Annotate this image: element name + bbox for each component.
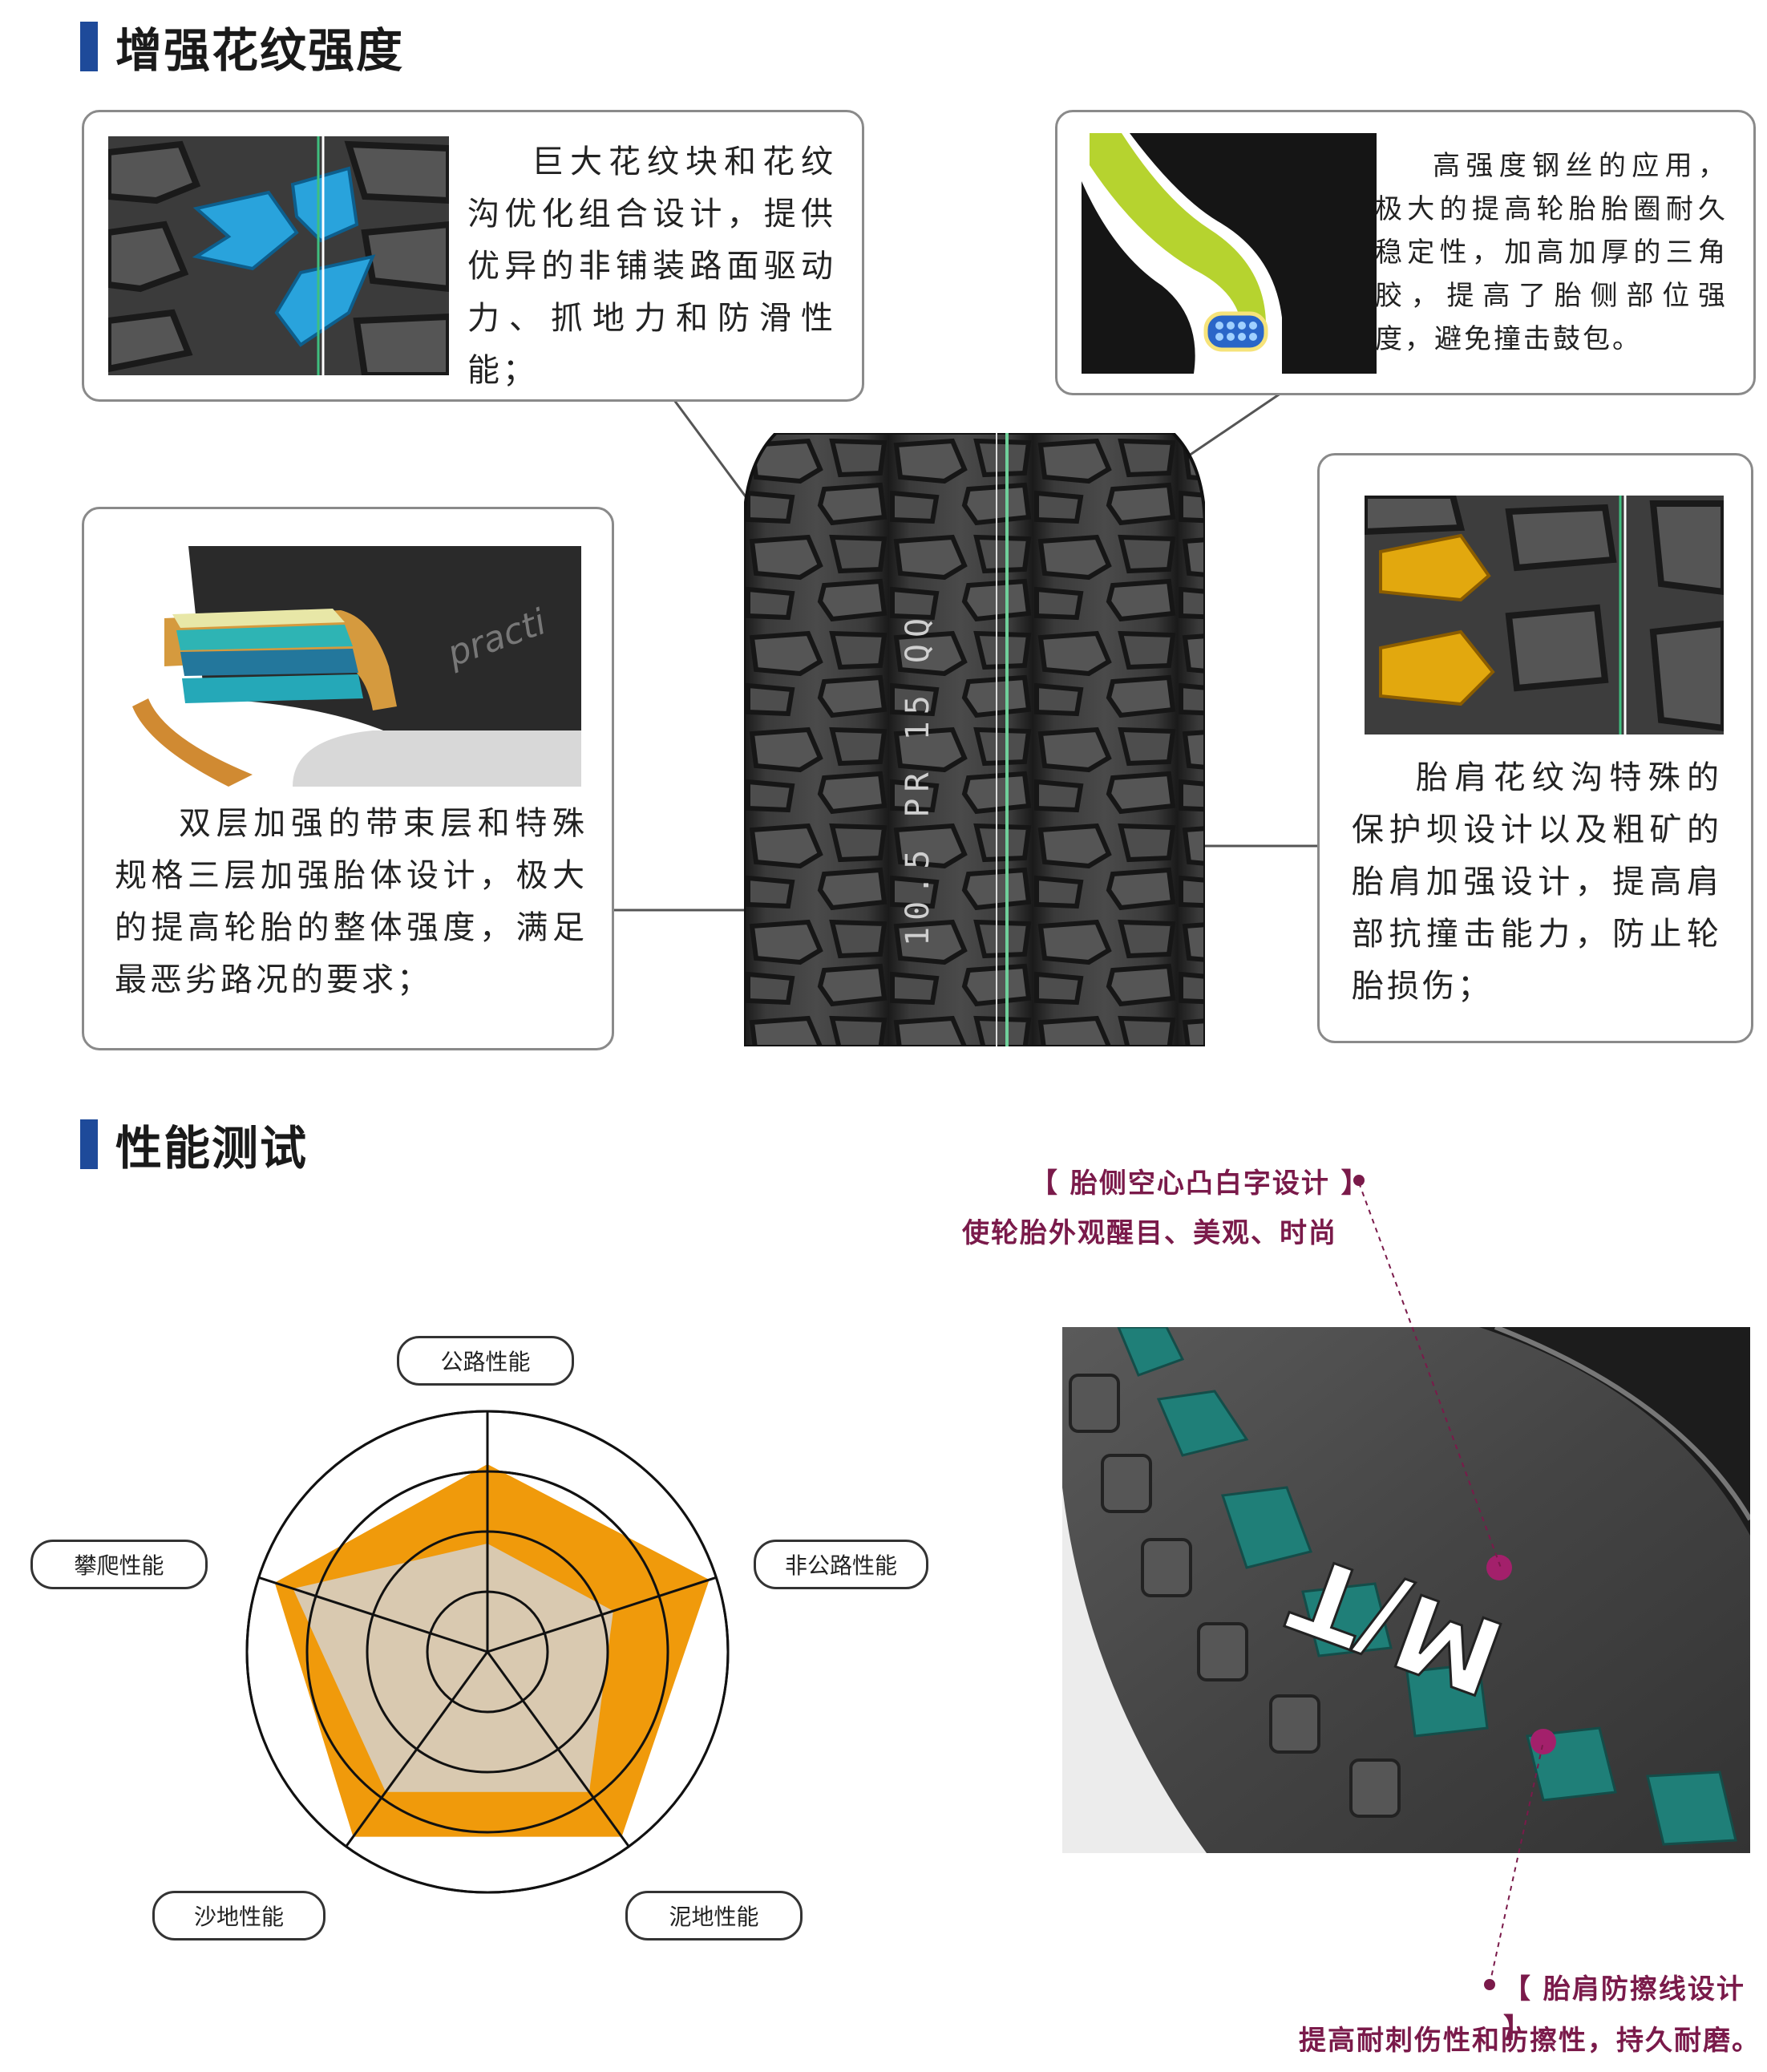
section-bar [80,22,98,71]
radar-ring-overlay [305,1470,669,1834]
radar-spokes [245,1410,730,1894]
callout-belt-layers: practi 双层加强的带束层和特殊规格三层加强胎体设计，极大的提高轮胎的整体强… [82,507,614,1050]
sidewall-feature2-title: 【 胎肩防擦线设计 】 [1503,1973,1745,2045]
callout-bead-wire: 高强度钢丝的应用，极大的提高轮胎胎圈耐久稳定性，加高加厚的三角胶，提高了胎侧部位… [1055,110,1756,395]
shoulder-groove-image [1361,492,1727,735]
section-title-text: 性能测试 [115,1121,309,1176]
belt-layers-image: practi [132,546,581,787]
radar-ring-overlay [426,1590,549,1714]
sidewall-image: M/T [1062,1325,1753,1853]
tread-block-image [105,136,452,378]
section-title-text: 增强花纹强度 [115,23,405,78]
callout-shoulder-groove: 胎肩花纹沟特殊的保护坝设计以及粗矿的胎肩加强设计，提高肩部抗撞击能力，防止轮胎损… [1317,453,1753,1043]
radar-chart [245,1410,730,1894]
section-title-pattern: 增强花纹强度 [80,21,404,78]
section-bar [80,1119,98,1169]
bead-wire-image [1082,133,1377,374]
sidewall-feature2-desc: 提高耐刺伤性和防擦性，持久耐磨。 [1299,2025,1761,2057]
tread-sidewall-text: 10.5 PR 15 QQ [900,612,936,946]
radar-label-sand: 沙地性能 [152,1891,326,1940]
radar-ring-overlay [366,1530,609,1774]
callout-shoulder-groove-text: 胎肩花纹沟特殊的保护坝设计以及粗矿的胎肩加强设计，提高肩部抗撞击能力，防止轮胎损… [1352,759,1722,1005]
sidewall-feature1-title: 【 胎侧空心凸白字设计 】 [1030,1168,1370,1200]
callout-belt-layers-text: 双层加强的带束层和特殊规格三层加强胎体设计，极大的提高轮胎的整体强度，满足最恶劣… [115,805,588,998]
radar-label-offroad: 非公路性能 [754,1540,928,1589]
tire-tread-image: 10.5 PR 15 QQ [742,431,1207,1048]
radar-label-road: 公路性能 [397,1336,574,1386]
radar-label-mud: 泥地性能 [625,1891,803,1940]
callout-bead-wire-text: 高强度钢丝的应用，极大的提高轮胎胎圈耐久稳定性，加高加厚的三角胶，提高了胎侧部位… [1375,150,1728,355]
radar-label-climb: 攀爬性能 [30,1540,208,1589]
radar-ring-overlay [245,1410,730,1894]
radar-series-inner [293,1544,613,1792]
callout-tread-block-text: 巨大花纹块和花纹沟优化组合设计，提供优异的非铺装路面驱动力、抓地力和防滑性能； [467,144,836,389]
section-title-test: 性能测试 [80,1119,308,1176]
callout-tread-block: 巨大花纹块和花纹沟优化组合设计，提供优异的非铺装路面驱动力、抓地力和防滑性能； [82,110,864,402]
sidewall-feature1-desc: 使轮胎外观醒目、美观、时尚 [962,1217,1337,1249]
